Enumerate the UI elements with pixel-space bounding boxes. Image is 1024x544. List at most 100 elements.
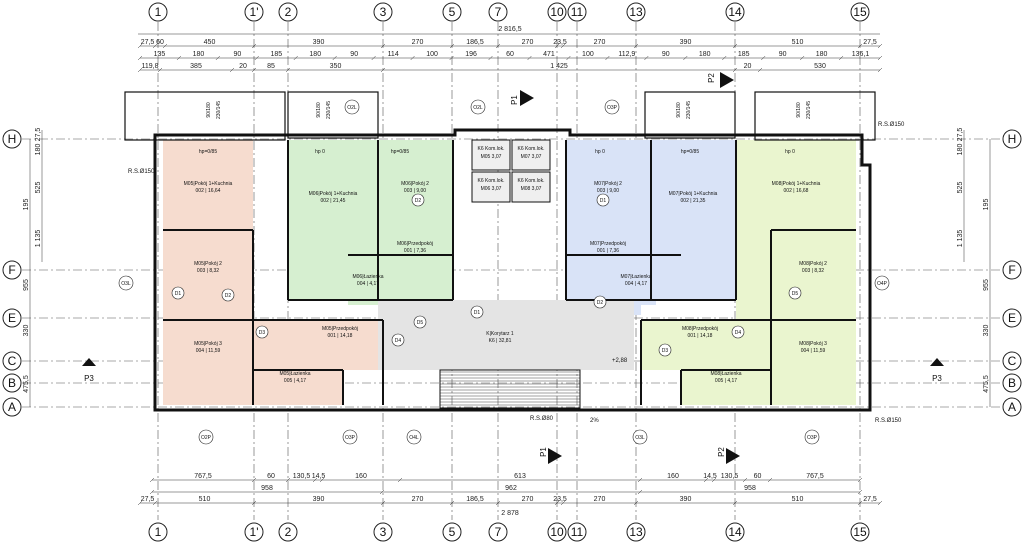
section-label-p3-left: P3 [84,374,94,383]
balcony-dim-a-0: 90/180 [206,102,212,118]
grid-col-top-0-label: 1 [155,5,162,19]
grid-col-bottom-9-circle [725,522,745,542]
top-dim-row2-text: 114 [388,51,399,58]
window-tag-circle-0 [118,275,134,291]
top-dim-row3-text: 20 [744,63,752,70]
top-dim-row2-tick [838,55,844,61]
top-dim-row2-tick [176,55,182,61]
door-tag-11: D2 [415,198,422,204]
door-tag-circle-2 [255,325,269,339]
top-dim-row1-tick [162,43,168,49]
room-name-4: M05|Łazienka [279,371,310,377]
left-dim-b-text: 330 [23,325,30,337]
balcony-dim-b-1: 230/145 [326,101,332,119]
room-area-7: 001 | 7,36 [404,248,426,254]
door-tag-10: D1 [600,198,607,204]
bottom-dim-row3-tick [152,500,158,506]
bottom-dim-row1-tick [312,477,318,483]
grid-col-top-6-label: 10 [550,5,564,19]
bottom-dim-row1-text: 613 [514,473,526,480]
room-areas [163,140,856,405]
room-name-2: M05|Pokój 3 [194,341,222,347]
rain-pipe-label-b: R.S.Ø80 [530,416,554,422]
top-dim-row1-tick [857,43,863,49]
left-dim-a-text: 525 [35,182,42,194]
top-dim-row2-tick [449,55,454,61]
grid-row-left-1-circle [2,260,22,280]
grid-row-left-1-label: F [8,263,15,277]
top-dim-row2-text: 135 [154,51,166,58]
top-dim-row2-text: 60 [506,51,514,58]
top-dim-row3-tick [229,67,235,73]
room-fill-m07-12 [616,255,656,305]
top-total-dim: 2 816,5 [498,26,521,33]
top-dim-row1-text: 60 [156,39,164,46]
bottom-dim-row1-text: 130,5 [293,473,311,480]
room-area-12: 004 | 4,17 [625,281,647,287]
grid-row-right-4-circle [1002,373,1022,393]
grid-col-top-8-label: 13 [629,5,643,19]
top-dim-row3-text: 119,8 [142,63,159,70]
right-dim-a-text: 525 [957,182,964,194]
room-area-17: 005 | 4,17 [715,378,737,384]
grid-col-top-2-circle [278,2,298,22]
window-tag-4: O2P [201,435,212,441]
right-dim-a-text: 27,5 [957,128,964,142]
door-tag-5: D1 [474,310,481,316]
bottom-dim-row1-tick [742,477,748,483]
top-dim-row1-text: 390 [313,39,325,46]
bottom-dim-row1-text: 767,5 [194,473,212,480]
room-name-14: M08|Pokój 2 [799,261,827,267]
door-tag-8: D4 [735,330,742,336]
bottom-dim-row1-text: 14,5 [703,473,717,480]
balcony-2 [644,91,736,139]
grid-col-top-7-circle [567,2,587,22]
storage-cell-0 [471,139,511,171]
window-tag-circle-2 [470,99,486,115]
top-dim-row2-text: 180 [816,51,828,58]
top-dim-row1-tick [449,43,455,49]
grid-col-top-5-circle [488,2,508,22]
grid-row-left-2-label: E [8,311,16,325]
grid-row-left-3-circle [2,351,22,371]
door-tag-0: D1 [175,291,182,297]
top-dim-row3-tick [285,67,291,73]
window-tag-circle-1 [344,99,360,115]
room-name-17: M08|Łazienka [710,371,741,377]
grid-col-top-4-label: 5 [449,5,456,19]
storage-label-2: K6 Kom.lok. [518,146,545,152]
grid-col-bottom-7-circle [567,522,587,542]
top-dim-row3-text: 385 [190,63,202,70]
door-tag-9: D5 [792,291,799,297]
bottom-dim-row3-text: 390 [680,496,692,503]
room-area-9: 003 | 9,00 [597,188,619,194]
room-area-4: 005 | 4,17 [284,378,306,384]
room-area-14: 003 | 8,32 [802,268,824,274]
storage-no-1: M06 3,07 [481,186,502,192]
room-name-10: M07|Pokój 1+Kuchnia [669,191,718,197]
storage-cell-1 [471,171,511,203]
bottom-dim-row1-tick [149,477,155,483]
bottom-dim-row3-tick [495,500,501,506]
balcony-dim-a-2: 90/180 [676,102,682,118]
section-arrow-p1-bottom [548,448,562,464]
bottom-dim-row3-tick [857,500,863,506]
grid-row-right-0-label: H [1008,132,1017,146]
room-name-8: M06|Łazienka [352,274,383,280]
grid-row-right-3-label: C [1008,354,1017,368]
bottom-dim-row2-text: 958 [261,485,273,492]
grid-col-bottom-1-label: 1' [250,525,259,539]
room-area-16: 001 | 14,18 [688,333,713,339]
room-fill-k-18 [378,300,634,370]
grid-col-top-1-circle [244,2,264,22]
top-dim-row2-text: 471 [543,51,555,58]
bottom-dim-row1-tick [711,477,717,483]
grid-row-left-3-label: C [8,354,17,368]
bottom-dim-row1-text: 60 [267,473,275,480]
section-label-p2-top: P2 [707,73,716,83]
balcony-1 [287,91,379,139]
top-dim-row2-text: 196 [465,51,477,58]
top-dim-row2-text: 180 [699,51,711,58]
top-dim-row2-text: 136,1 [852,51,870,58]
section-label-p3-right: P3 [932,374,942,383]
